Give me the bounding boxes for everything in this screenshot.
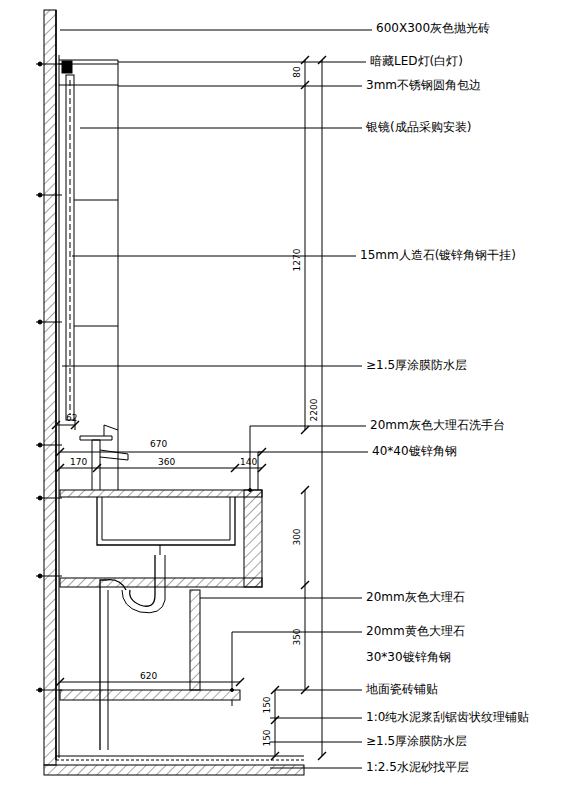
material-note: 30*30镀锌角钢	[366, 651, 451, 664]
dimension-text: 140	[240, 458, 257, 468]
dimension-text: 670	[150, 440, 167, 450]
dimension-text: 170	[70, 458, 87, 468]
dimension-text: 2200	[310, 399, 320, 422]
material-note: 20mm灰色大理石洗手台	[370, 419, 505, 432]
material-note: 600X300灰色抛光砖	[376, 22, 490, 35]
material-note: 暗藏LED灯(白灯)	[370, 55, 463, 68]
dimension-text: 80	[293, 66, 303, 77]
material-note: ≥1.5厚涂膜防水层	[366, 359, 467, 372]
material-note: ≥1.5厚涂膜防水层	[366, 735, 467, 748]
material-note: 银镜(成品采购安装)	[366, 121, 471, 134]
dimension-text: 150	[263, 729, 273, 746]
material-note: 3mm不锈钢圆角包边	[366, 79, 481, 92]
material-note: 40*40镀锌角钢	[372, 445, 457, 458]
wall	[44, 10, 56, 765]
material-note: 地面瓷砖铺贴	[366, 683, 438, 696]
floor	[44, 765, 304, 775]
material-note: 15mm人造石(镀锌角钢干挂)	[360, 249, 516, 262]
dimension-text: 62	[66, 414, 77, 424]
material-note: 20mm黄色大理石	[366, 625, 465, 638]
dimension-text: 360	[158, 458, 175, 468]
material-note: 20mm灰色大理石	[366, 591, 465, 604]
dimension-text: 150	[263, 696, 273, 713]
dimension-text: 350	[293, 628, 303, 645]
dimension-text: 620	[140, 672, 157, 682]
material-note: 1:0纯水泥浆刮锯齿状纹理铺贴	[366, 711, 529, 724]
material-note: 1:2.5水泥砂找平层	[366, 761, 469, 774]
mirror	[66, 75, 74, 420]
countertop	[60, 490, 262, 497]
dimension-text: 300	[293, 528, 303, 545]
dimension-text: 1270	[293, 249, 303, 272]
